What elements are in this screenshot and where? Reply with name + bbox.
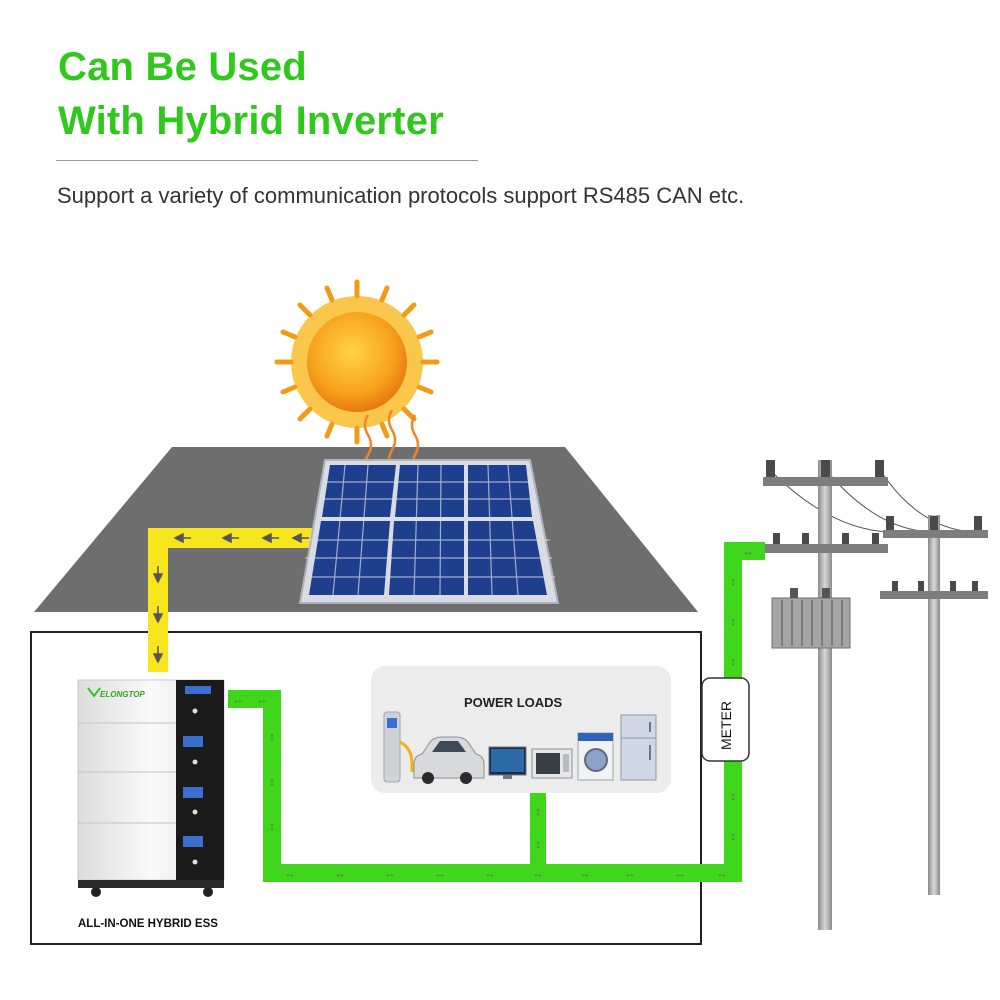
svg-text:↔: ↔ <box>285 868 296 880</box>
refrigerator-icon <box>620 714 657 781</box>
svg-text:↔: ↔ <box>743 546 754 558</box>
solar-panel-icon <box>298 459 560 604</box>
svg-text:↕: ↕ <box>730 831 736 843</box>
utility-pole-icon <box>763 460 988 930</box>
svg-text:↔: ↔ <box>717 868 728 880</box>
svg-text:↔: ↔ <box>233 694 244 706</box>
ev-charger-icon <box>383 711 414 783</box>
svg-text:↔: ↔ <box>335 868 346 880</box>
svg-text:↔: ↔ <box>385 868 396 880</box>
svg-text:↕: ↕ <box>535 839 541 851</box>
title-divider <box>56 160 478 161</box>
solar-power-line <box>148 528 320 672</box>
svg-text:↕: ↕ <box>269 776 275 788</box>
subtitle: Support a variety of communication proto… <box>57 183 745 208</box>
sun-icon <box>274 279 440 445</box>
title-line-1: Can Be Used <box>58 45 307 89</box>
power-loads-label: POWER LOADS <box>464 695 563 710</box>
svg-text:↕: ↕ <box>535 806 541 818</box>
microwave-icon <box>531 748 573 779</box>
meter-label: METER <box>718 701 734 750</box>
svg-text:↕: ↕ <box>730 791 736 803</box>
title-line-2: With Hybrid Inverter <box>58 99 444 143</box>
svg-text:↔: ↔ <box>533 868 544 880</box>
svg-text:↔: ↔ <box>675 868 686 880</box>
svg-text:↕: ↕ <box>730 576 736 588</box>
svg-text:↔: ↔ <box>625 868 636 880</box>
svg-text:↕: ↕ <box>269 731 275 743</box>
battery-cabinet-icon <box>77 679 225 897</box>
svg-text:↕: ↕ <box>730 656 736 668</box>
svg-text:↕: ↕ <box>269 821 275 833</box>
meter-box <box>701 677 750 762</box>
transformer-icon <box>771 588 851 649</box>
svg-text:↕: ↕ <box>730 616 736 628</box>
grid-power-line: ↔ ↔ ↕ ↕ ↕ ↔ ↔ ↔ ↔ ↔ ↔ ↔ ↔ ↔ ↔ ↕ ↕ ↕ ↕ ↕ … <box>228 542 765 882</box>
washing-machine-icon <box>577 732 614 781</box>
svg-text:↔: ↔ <box>485 868 496 880</box>
svg-text:↔: ↔ <box>580 868 591 880</box>
ess-brand-label: ELONGTOP <box>100 690 145 699</box>
svg-text:↔: ↔ <box>257 694 268 706</box>
tv-icon <box>488 746 527 779</box>
svg-text:↔: ↔ <box>435 868 446 880</box>
car-icon <box>413 736 485 784</box>
ess-label: ALL-IN-ONE HYBRID ESS <box>78 918 218 930</box>
